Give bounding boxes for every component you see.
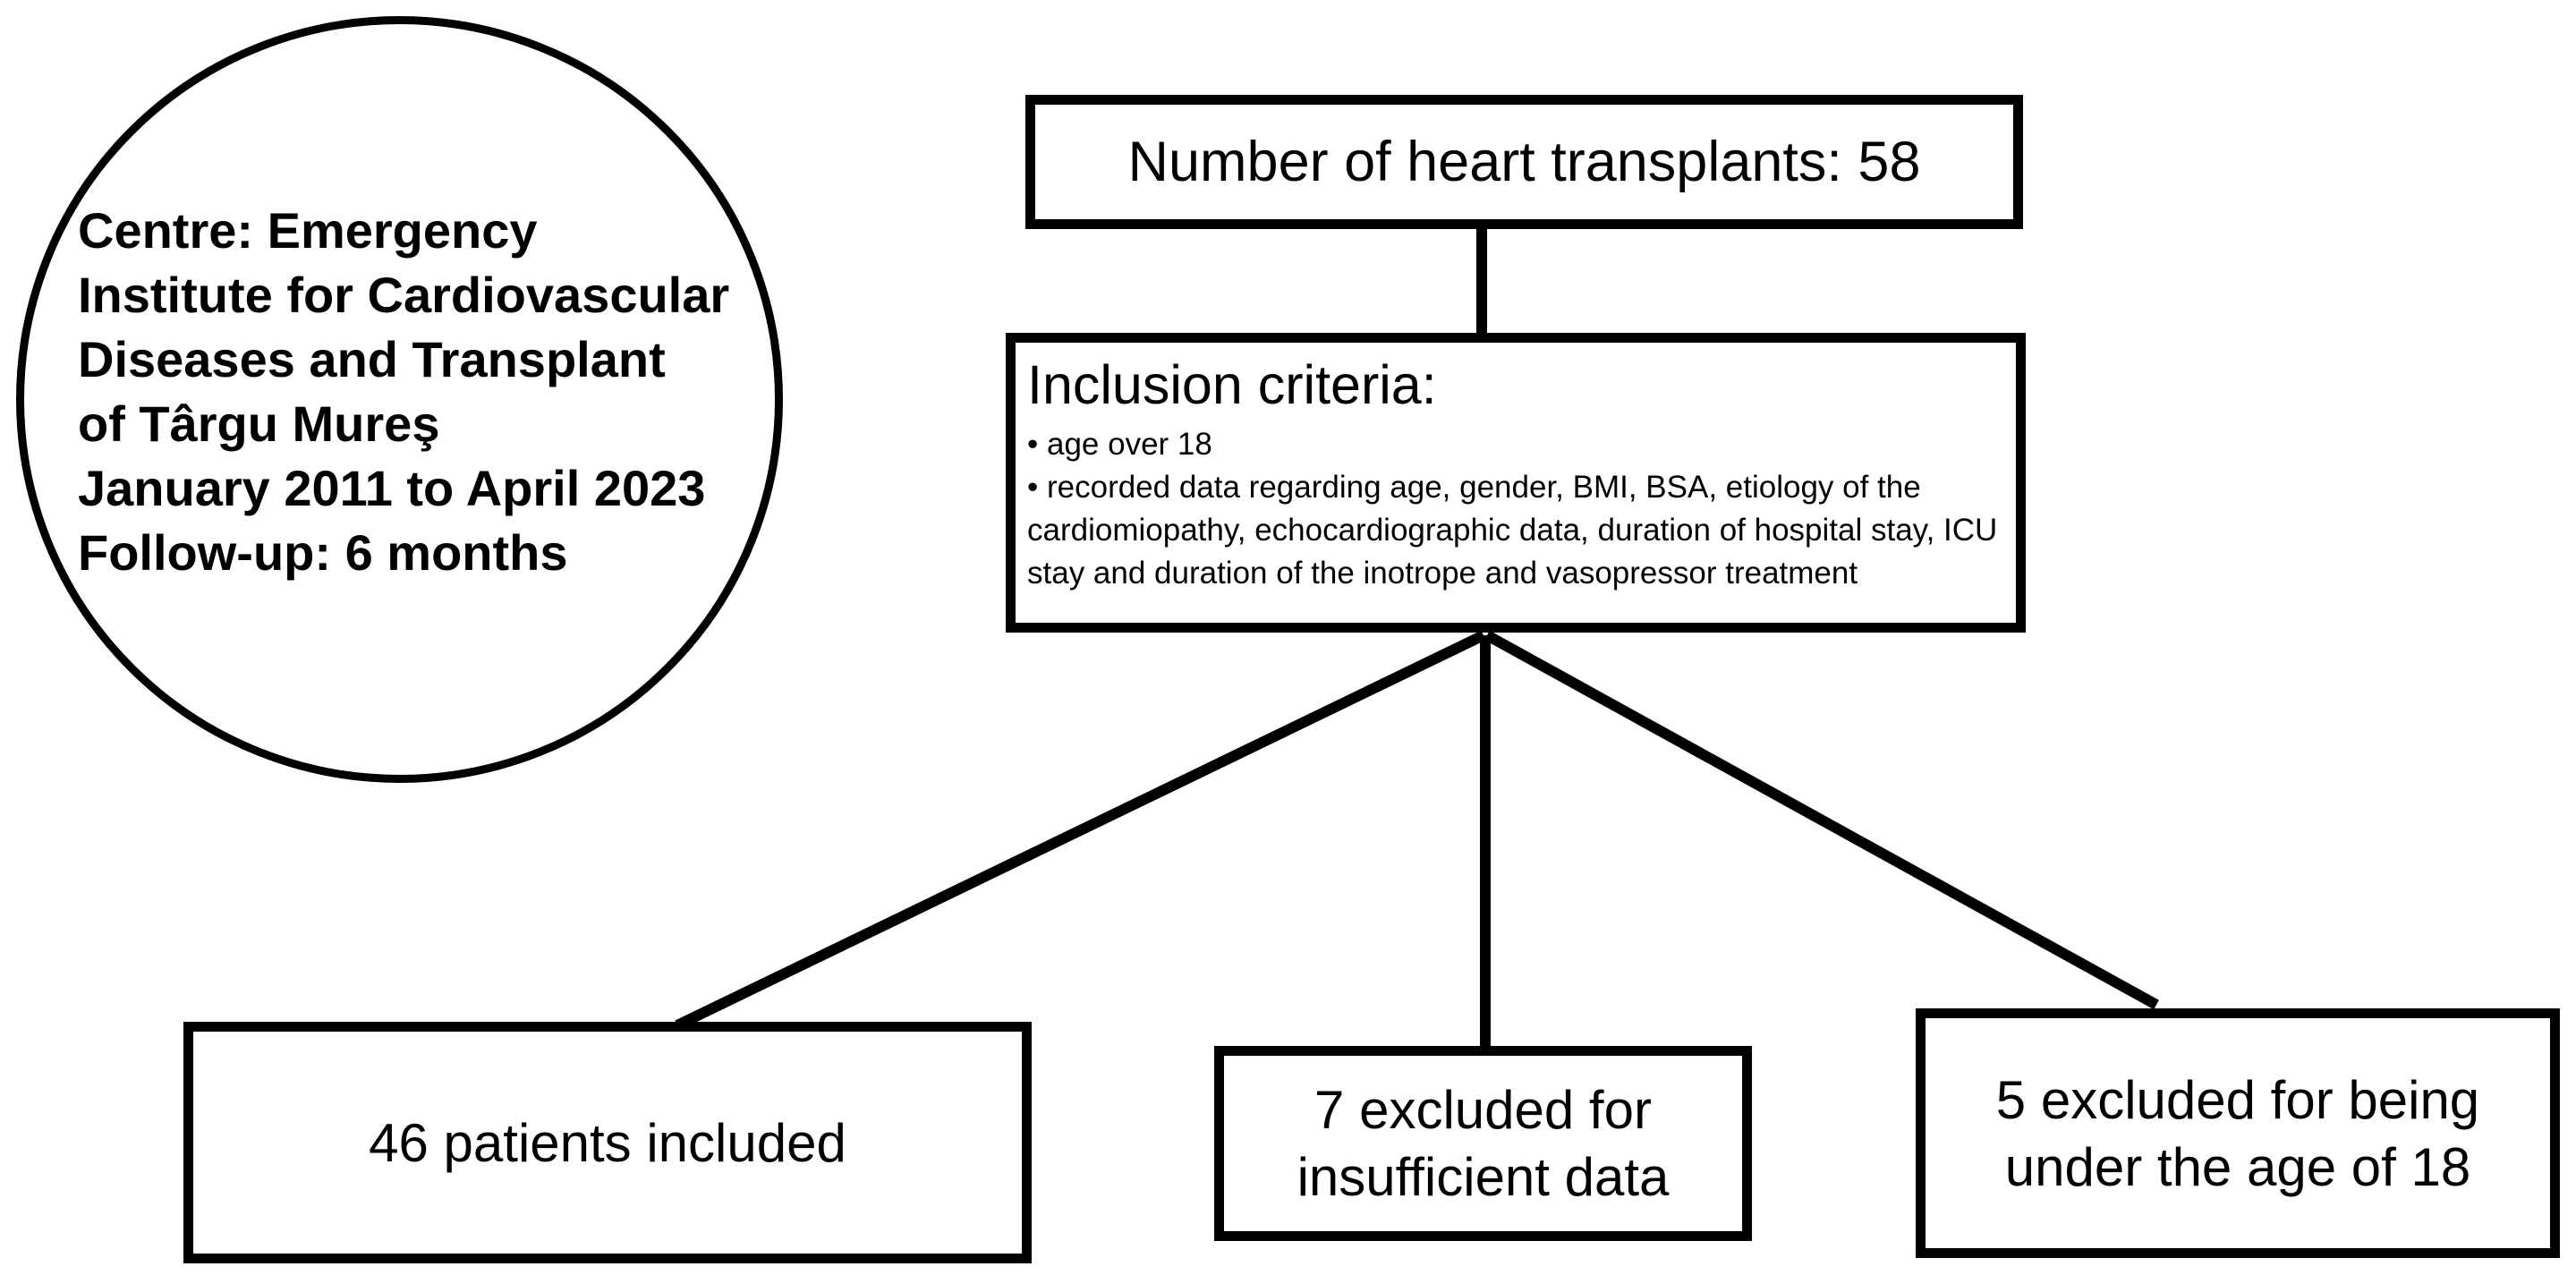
connector-criteria-to-underage: [1484, 630, 2159, 1010]
included-patients-box: 46 patients included: [183, 1022, 1032, 1263]
centre-info-line: Centre: Emergency: [78, 202, 538, 259]
centre-info-line: of Târgu Mureş: [78, 395, 440, 452]
total-transplants-box: Number of heart transplants: 58: [1025, 95, 2023, 229]
inclusion-criteria-box: Inclusion criteria: • age over 18 • reco…: [1006, 333, 2026, 633]
excluded-underage-label: 5 excluded for being under the age of 18: [1995, 1069, 2480, 1197]
included-patients-label: 46 patients included: [369, 1112, 846, 1173]
inclusion-criteria-item: • recorded data regarding age, gender, B…: [1027, 470, 1998, 591]
centre-info-line: Institute for Cardiovascular: [78, 267, 730, 323]
connector-criteria-to-included: [675, 630, 1486, 1031]
centre-info-text: Centre: Emergency Institute for Cardiova…: [78, 199, 785, 585]
inclusion-criteria-title: Inclusion criteria:: [1027, 354, 1437, 415]
excluded-insufficient-label: 7 excluded for insufficient data: [1297, 1080, 1670, 1207]
excluded-underage-box: 5 excluded for being under the age of 18: [1916, 1008, 2560, 1258]
centre-info-line: Follow-up: 6 months: [78, 524, 568, 581]
inclusion-criteria-item: • age over 18: [1027, 427, 1212, 462]
total-transplants-label: Number of heart transplants: 58: [1127, 131, 1921, 193]
centre-info-line: January 2011 to April 2023: [78, 460, 706, 516]
centre-info-line: Diseases and Transplant: [78, 331, 666, 387]
excluded-insufficient-box: 7 excluded for insufficient data: [1214, 1046, 1752, 1241]
centre-info-circle: [16, 16, 783, 783]
